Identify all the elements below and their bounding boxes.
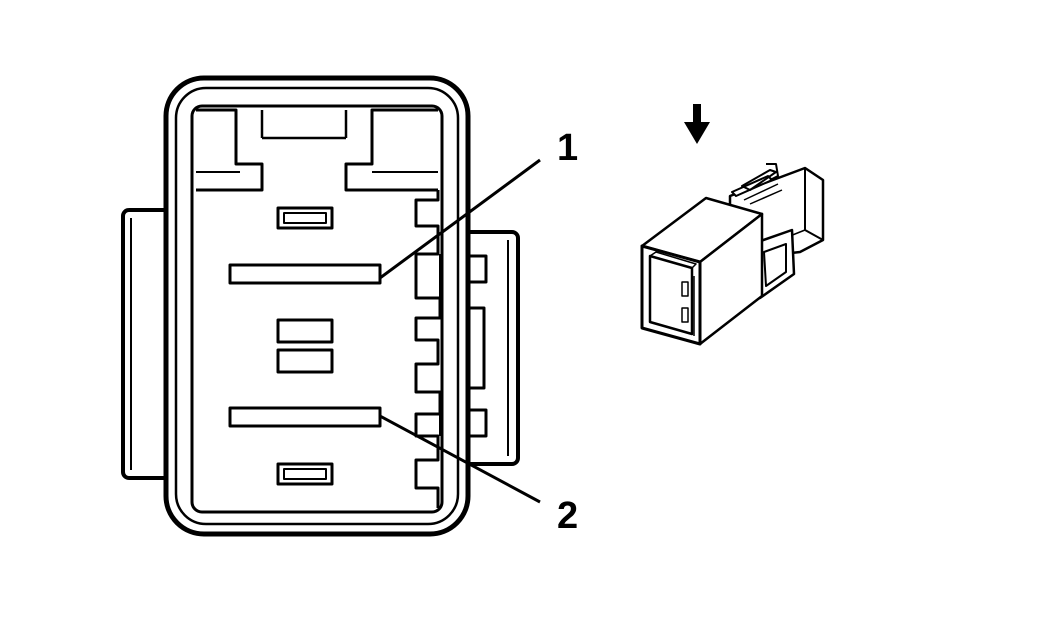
leader-line-1: [379, 158, 541, 280]
housing-cavity: [190, 104, 444, 514]
housing-outer-shell: [163, 75, 471, 537]
bottom-slot: [276, 462, 334, 486]
terminal-1: [228, 263, 382, 285]
terminal-2: [228, 406, 382, 428]
callout-label-2: 2: [557, 495, 578, 537]
connector-face-view: [121, 75, 520, 537]
leader-line-2: [379, 414, 541, 504]
callouts: 1 2: [379, 127, 578, 537]
view-direction-arrow-icon: [684, 104, 710, 144]
callout-label-1: 1: [557, 127, 578, 169]
latch-comb: [414, 190, 442, 508]
top-slot: [276, 206, 334, 230]
housing-inner-shell: [174, 86, 460, 526]
connector-isometric-view: [640, 163, 825, 346]
